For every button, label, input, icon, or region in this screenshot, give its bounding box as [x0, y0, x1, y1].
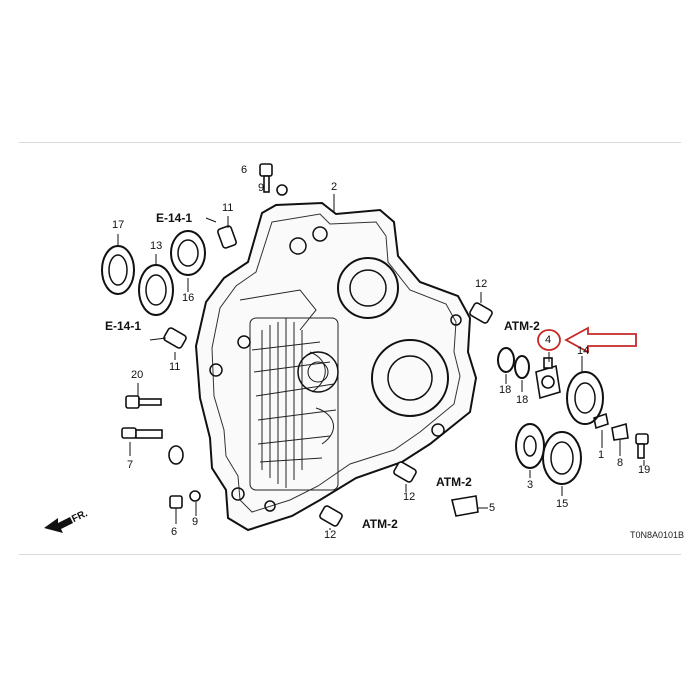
part-label-8: 8: [617, 457, 624, 469]
part-label-18-left: 18: [499, 384, 512, 396]
ref-atm-bottom: ATM-2: [362, 517, 398, 531]
part-label-17: 17: [112, 219, 125, 231]
part-label-14: 14: [577, 345, 590, 357]
part-label-19: 19: [638, 464, 651, 476]
part-17-oil-seal: [101, 245, 135, 295]
part-label-1: 1: [598, 449, 605, 461]
part-label-2: 2: [331, 181, 338, 193]
part-4-component: [535, 357, 561, 400]
part-label-20: 20: [131, 369, 144, 381]
part-label-9-top: 9: [258, 182, 265, 194]
ref-e14-top: E-14-1: [156, 211, 193, 225]
part-label-7: 7: [127, 459, 134, 471]
part-label-16: 16: [182, 292, 195, 304]
part-label-4: 4: [545, 334, 552, 346]
part-label-18-right: 18: [516, 394, 529, 406]
housing-bores: [209, 226, 462, 512]
ref-e14-mid: E-14-1: [105, 319, 142, 333]
part-16-bearing: [170, 230, 206, 276]
part-label-11-mid: 11: [169, 361, 181, 373]
part-label-12-bottom: 12: [324, 529, 337, 541]
part-18-o-rings: [497, 347, 530, 379]
ref-atm-middle: ATM-2: [436, 475, 472, 489]
part-label-5: 5: [489, 502, 496, 514]
part-14-bearing: [566, 371, 604, 425]
diagram-code: T0N8A0101B: [630, 530, 685, 540]
part-label-6-top: 6: [241, 164, 248, 176]
front-arrow-icon: [44, 517, 73, 533]
part-label-15: 15: [556, 498, 569, 510]
part-3-washer: [515, 423, 545, 469]
ref-atm-right: ATM-2: [504, 319, 540, 333]
part-label-12-mid: 12: [403, 491, 416, 503]
part-label-11-top: 11: [222, 202, 234, 214]
dowel-pins: [163, 225, 493, 527]
part-label-3: 3: [527, 479, 534, 491]
part-label-13: 13: [150, 240, 163, 252]
part-label-9-bottom: 9: [192, 516, 199, 528]
part-label-12-top: 12: [475, 278, 488, 290]
valve-body-passages: [239, 289, 339, 491]
part-13-bearing: [138, 264, 174, 316]
leader-lines: [117, 194, 645, 530]
bolts-and-plugs: [121, 163, 649, 517]
part-15-bearing: [542, 431, 582, 485]
part-label-6-bottom: 6: [171, 526, 178, 538]
highlight-arrow: [564, 326, 637, 354]
highlight-circle: [537, 329, 561, 351]
